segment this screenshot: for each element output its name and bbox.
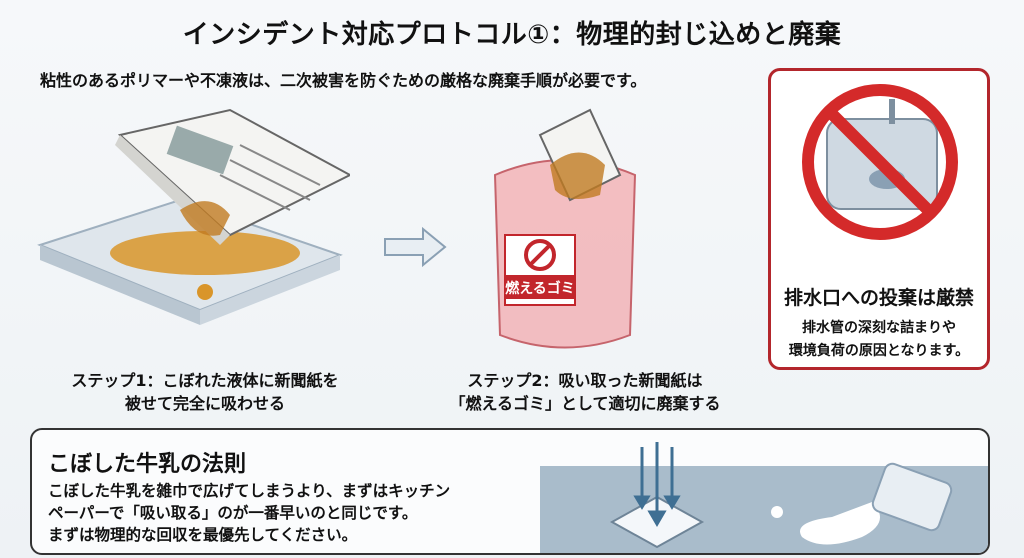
milk-absorb-illustration xyxy=(609,442,953,549)
rule-body: こぼした牛乳を雑巾で広げてしまうより、まずはキッチン ペーパーで「吸い取る」のが… xyxy=(48,480,450,546)
step-1-line-1: ステップ1：こぼれた液体に新聞紙を xyxy=(71,371,339,390)
rule-title: こぼした牛乳の法則 xyxy=(48,452,247,477)
spilled-milk-rule-panel: こぼした牛乳の法則 こぼした牛乳を雑巾で広げてしまうより、まずはキッチン ペーパ… xyxy=(30,428,990,555)
rule-line-1: こぼした牛乳を雑巾で広げてしまうより、まずはキッチン xyxy=(48,482,451,500)
rule-line-2: ペーパーで「吸い取る」のが一番早いのと同じです。 xyxy=(48,504,418,522)
bag-label: 燃えるゴミ xyxy=(505,280,575,297)
warning-title: 排水口への投棄は厳禁 xyxy=(783,287,974,309)
step-2-line-2: 「燃えるゴミ」として適切に廃棄する xyxy=(449,394,721,413)
rule-line-3: まずは物理的な回収を最優先してください。 xyxy=(48,526,358,544)
warning-body: 排水管の深刻な詰まりや 環境負荷の原因となります。 xyxy=(771,317,987,363)
step-1-line-2: 被せて完全に吸わせる xyxy=(124,394,285,413)
warning-panel: 排水口への投棄は厳禁 排水管の深刻な詰まりや 環境負荷の原因となります。 xyxy=(768,68,990,370)
garbage-bag-illustration: 燃えるゴミ xyxy=(493,108,637,349)
warning-line-2: 環境負荷の原因となります。 xyxy=(788,343,970,359)
page-title: インシデント対応プロトコル①：物理的封じ込めと廃棄 xyxy=(182,20,842,50)
warning-line-1: 排水管の深刻な詰まりや xyxy=(802,320,956,336)
subtitle: 粘性のあるポリマーや不凍液は、二次被害を防ぐための厳格な廃棄手順が必要です。 xyxy=(40,71,647,90)
no-drain-icon xyxy=(802,84,958,240)
step-2-caption: ステップ2：吸い取った新聞紙は 「燃えるゴミ」として適切に廃棄する xyxy=(420,369,750,415)
newspaper-spill-illustration xyxy=(37,108,350,325)
step-1-caption: ステップ1：こぼれた液体に新聞紙を 被せて完全に吸わせる xyxy=(40,369,370,415)
arrow-right-icon xyxy=(384,226,447,268)
step-2-line-1: ステップ2：吸い取った新聞紙は xyxy=(467,371,703,390)
